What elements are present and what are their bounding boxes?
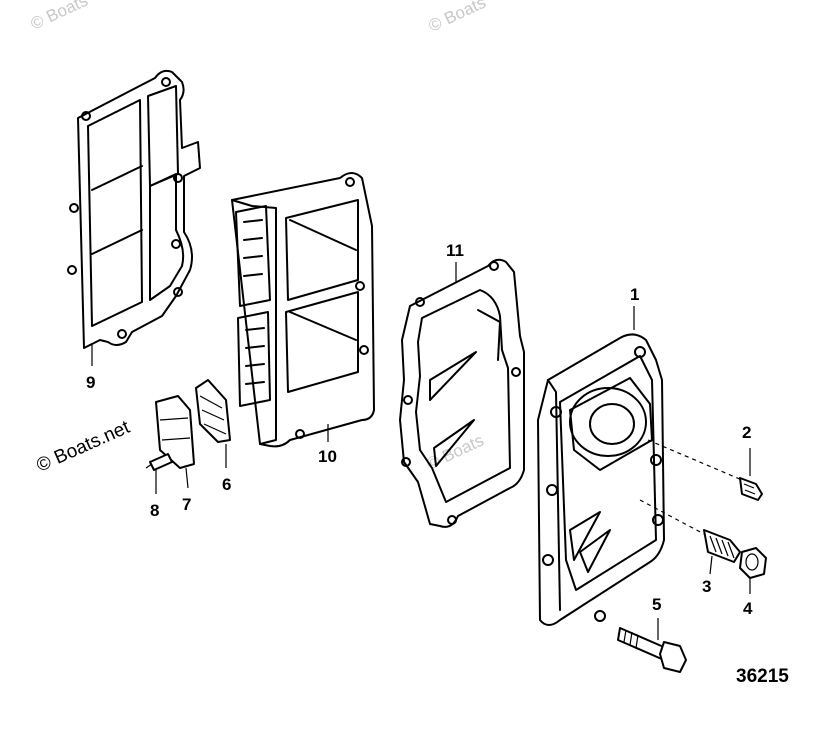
callout-7: 7	[182, 495, 191, 514]
callout-11: 11	[446, 241, 464, 260]
part-11-gasket	[399, 258, 525, 528]
part-8-screw	[145, 453, 173, 494]
part-4-nut	[739, 547, 767, 594]
part-5-bolt	[617, 618, 687, 673]
callout-2: 2	[742, 423, 751, 442]
part-1-cover	[537, 306, 665, 626]
callout-1: 1	[630, 285, 639, 304]
callout-3: 3	[702, 577, 711, 596]
part-10-reed-block	[231, 172, 375, 448]
callout-5: 5	[652, 595, 661, 614]
diagram-code: 36215	[736, 666, 789, 687]
watermark-main: © Boats.net	[33, 417, 133, 477]
part-3-stud	[639, 499, 741, 575]
watermark-top-center: © Boats	[426, 0, 489, 36]
callout-6: 6	[222, 475, 231, 494]
callout-10: 10	[318, 447, 337, 466]
callout-8: 8	[150, 501, 159, 520]
part-6-reed-petal	[195, 379, 231, 468]
watermark-top-left: © Boats	[28, 0, 91, 34]
watermark-center: © Boats	[424, 431, 487, 474]
callout-9: 9	[86, 373, 95, 392]
part-9-gasket	[67, 69, 201, 366]
callout-4: 4	[743, 599, 753, 618]
part-7-reed-stop	[155, 395, 195, 489]
part-2-stud	[647, 439, 763, 501]
